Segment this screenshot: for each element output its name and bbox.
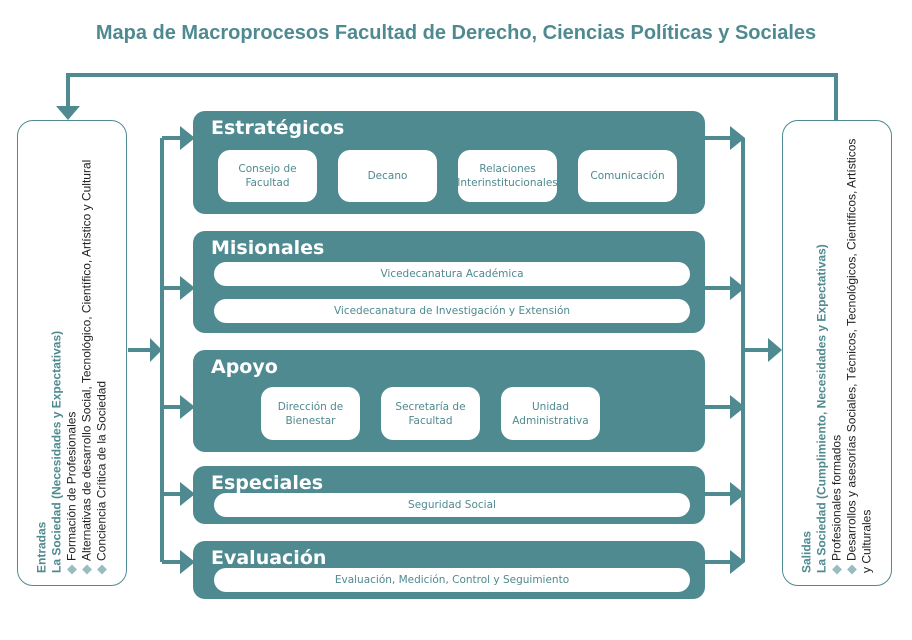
panel-title: Misionales (211, 237, 325, 259)
entradas-item: Alternativas de desarrollo Social, Tecno… (79, 159, 94, 561)
diamond-bullet-icon (67, 564, 78, 575)
diamond-bullet-icon (847, 564, 858, 575)
salidas-heading: Salidas (799, 530, 814, 573)
diamond-bullet-icon (97, 564, 108, 575)
process-bar: Seguridad Social (214, 493, 690, 517)
salidas-item: Desarrollos y asesorías Sociales, Técnic… (844, 138, 874, 573)
process-box: Secretaría de Facultad (381, 387, 480, 440)
salidas-item: Profesionales formados (829, 434, 844, 561)
feedback-arrowhead (56, 106, 80, 120)
diamond-bullet-icon (82, 564, 93, 575)
exit-arrowhead (768, 338, 782, 362)
diagram-title: Mapa de Macroprocesos Facultad de Derech… (95, 22, 817, 44)
process-box: Unidad Administrativa (501, 387, 600, 440)
salidas-box: Salidas La Sociedad (Cumplimiento, Neces… (782, 120, 892, 586)
entry-arrowhead (150, 338, 162, 362)
panel-title: Apoyo (211, 356, 278, 378)
panel-title: Evaluación (211, 547, 327, 569)
panel-evaluacion: Evaluación Evaluación, Medición, Control… (193, 541, 705, 599)
entradas-item: Conciencia Crítica de la Sociedad (94, 380, 109, 561)
process-bar: Vicedecanatura de Investigación y Extens… (214, 299, 690, 323)
panel-misionales: Misionales Vicedecanatura Académica Vice… (193, 231, 705, 333)
salidas-subheading: La Sociedad (Cumplimiento, Necesidades y… (814, 244, 829, 573)
process-bar: Vicedecanatura Académica (214, 262, 690, 286)
panel-title: Especiales (211, 472, 324, 494)
diamond-bullet-icon (832, 564, 843, 575)
entradas-heading: Entradas (34, 521, 49, 573)
process-box: Comunicación (578, 150, 677, 202)
process-box: Dirección de Bienestar (261, 387, 360, 440)
panel-title: Estratégicos (211, 117, 345, 139)
process-bar: Evaluación, Medición, Control y Seguimie… (214, 568, 690, 592)
process-box: Relaciones Interinstitucionales (457, 150, 558, 202)
panel-especiales: Especiales Seguridad Social (193, 466, 705, 524)
entradas-box: Entradas La Sociedad (Necesidades y Expe… (17, 120, 127, 586)
process-box: Decano (338, 150, 437, 202)
entradas-subheading: La Sociedad (Necesidades y Expectativas) (49, 330, 64, 573)
entradas-item: Formación de Profesionales (64, 411, 79, 561)
panel-estrategicos: Estratégicos Consejo de Facultad Decano … (193, 111, 705, 214)
panel-apoyo: Apoyo Dirección de Bienestar Secretaría … (193, 350, 705, 452)
process-box: Consejo de Facultad (218, 150, 317, 202)
feedback-line (66, 73, 838, 120)
